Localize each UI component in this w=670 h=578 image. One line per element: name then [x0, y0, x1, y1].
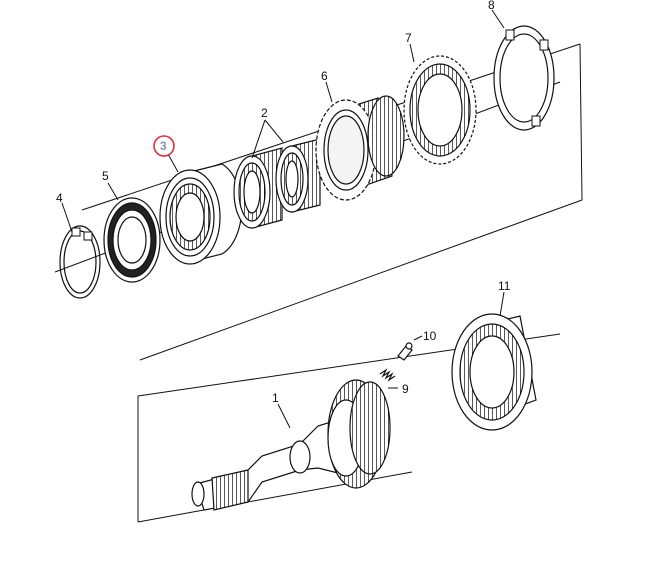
input-shaft-part-1: [191, 379, 391, 511]
sleeve-part-11: [451, 313, 537, 431]
spring-part-9: [379, 368, 396, 382]
leader-lines: [61, 9, 505, 429]
blocker-ring-part-8: [493, 25, 555, 131]
snap-ring-part-4: [59, 225, 101, 299]
callout-2: 2: [261, 106, 268, 120]
bearing-part-3: [159, 163, 243, 265]
callout-6: 6: [321, 69, 328, 83]
callout-10: 10: [423, 329, 437, 343]
needle-bearings-part-2: [233, 138, 321, 229]
callout-11: 11: [498, 279, 511, 293]
synchro-ring-part-7: [403, 55, 477, 165]
gear-part-6: [315, 95, 405, 201]
callout-7: 7: [405, 31, 412, 45]
callout-1: 1: [272, 391, 279, 405]
callout-3-highlight-ring: [153, 135, 175, 157]
callout-3: 3: [160, 139, 167, 153]
callout-4: 4: [56, 191, 63, 205]
callout-5: 5: [102, 169, 109, 183]
detent-pin-part-10: [397, 342, 413, 361]
callout-9: 9: [402, 382, 409, 396]
callout-labels: 1 2 3 4 5 6 7 8 9 10 11: [56, 0, 511, 405]
seal-part-5: [103, 197, 161, 283]
callout-8: 8: [488, 0, 495, 12]
